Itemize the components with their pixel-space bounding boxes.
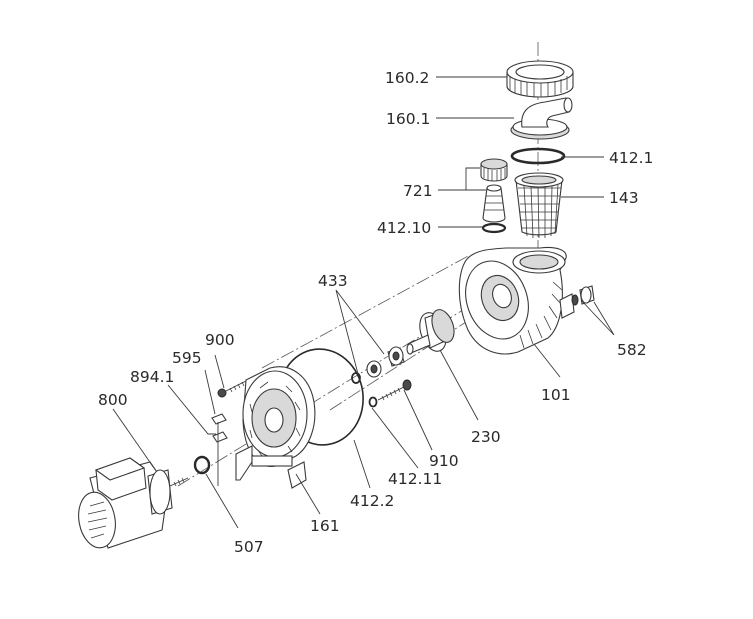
lid-ring-160-2 <box>506 60 574 98</box>
o-ring-412-1 <box>510 147 566 165</box>
impeller-230 <box>406 309 455 355</box>
strainer-basket-143 <box>514 172 564 239</box>
leader-lines <box>112 76 615 529</box>
seal-plate-161 <box>235 366 316 489</box>
label-101: 101 <box>541 386 571 404</box>
label-721: 721 <box>403 182 433 200</box>
drain-plugs-582 <box>571 285 595 306</box>
label-800: 800 <box>98 391 128 409</box>
o-rings-412-11 <box>351 372 378 408</box>
label-143: 143 <box>609 189 639 207</box>
o-ring-412-10 <box>481 222 507 234</box>
label-595: 595 <box>172 349 202 367</box>
pump-housing-101 <box>458 246 575 355</box>
label-894-1: 894.1 <box>130 368 174 386</box>
adapter-721 <box>480 158 508 223</box>
label-412-1: 412.1 <box>609 149 653 167</box>
small-parts-595-894-1 <box>211 413 228 443</box>
screw-910 <box>377 379 412 401</box>
cover-elbow-160-1 <box>510 97 573 140</box>
label-412-2: 412.2 <box>350 492 394 510</box>
label-582: 582 <box>617 341 647 359</box>
label-433: 433 <box>318 272 348 290</box>
label-230: 230 <box>471 428 501 446</box>
part-labels: 160.2 160.1 412.1 721 143 412.10 433 900… <box>98 69 653 556</box>
label-412-10: 412.10 <box>377 219 431 237</box>
washer-507 <box>193 455 211 475</box>
label-900: 900 <box>205 331 235 349</box>
label-160-2: 160.2 <box>385 69 429 87</box>
label-412-11: 412.11 <box>388 470 442 488</box>
label-910: 910 <box>429 452 459 470</box>
label-507: 507 <box>234 538 264 556</box>
label-161: 161 <box>310 517 340 535</box>
motor-800 <box>78 457 189 549</box>
label-160-1: 160.1 <box>386 110 430 128</box>
bolt-900 <box>217 380 247 398</box>
mechanical-seal-433 <box>366 346 405 378</box>
